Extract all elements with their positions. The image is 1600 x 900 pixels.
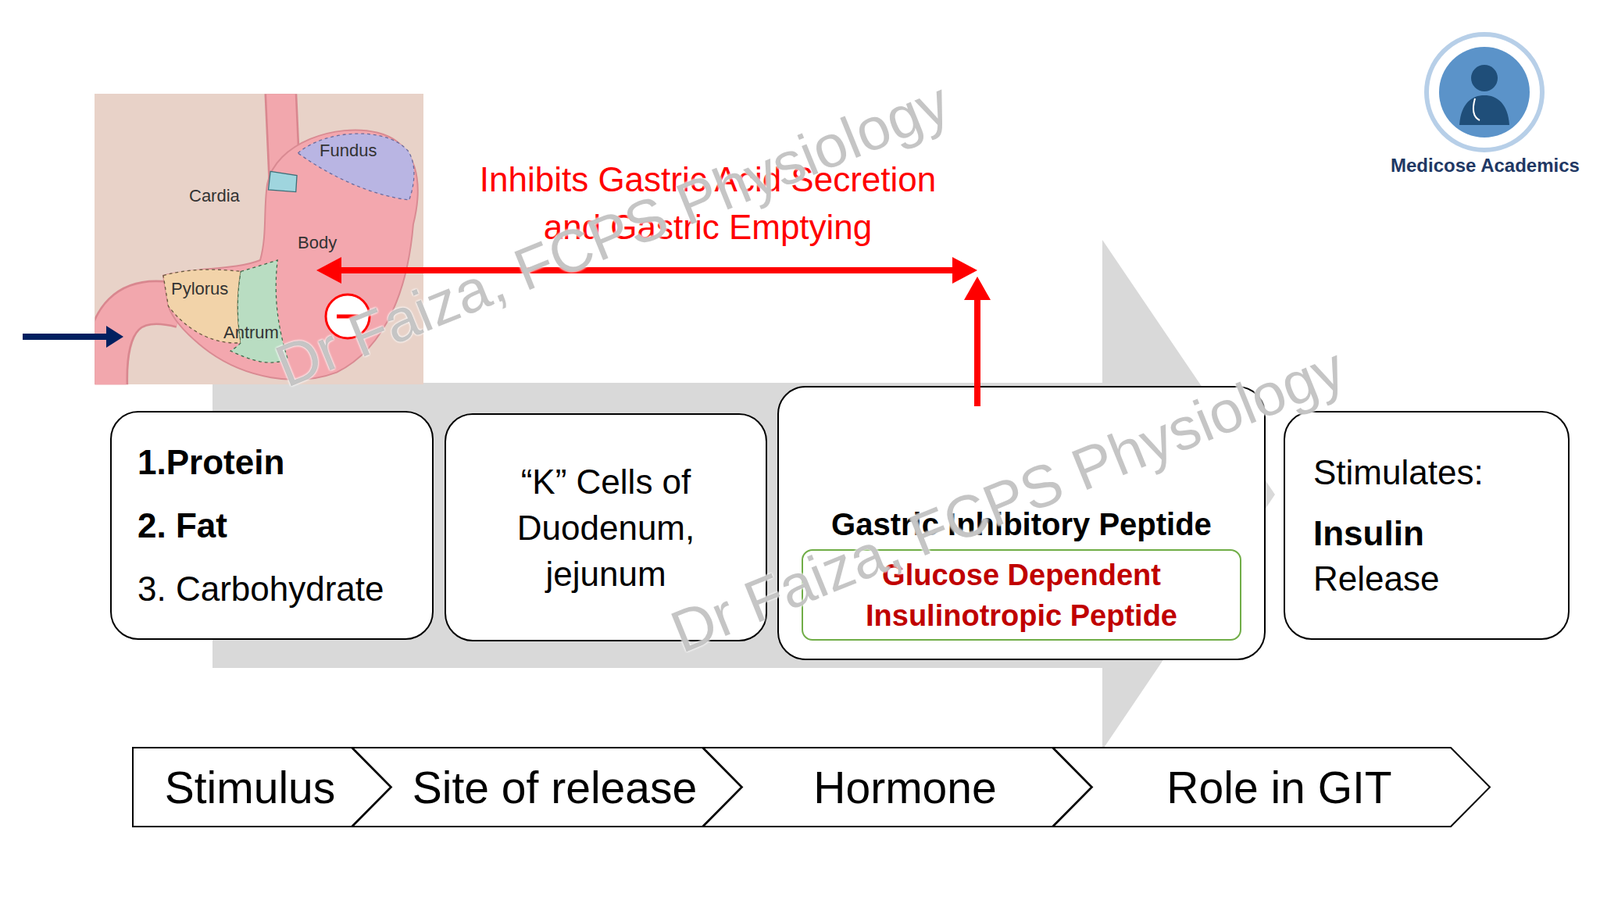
node-text: 1.Protein xyxy=(137,430,285,494)
role-box: Stimulates: InsulinRelease xyxy=(1283,410,1570,640)
logo-ring xyxy=(1426,34,1543,150)
logo-disc xyxy=(1439,46,1530,138)
node-text: Stimulus xyxy=(164,760,336,815)
duodenum-outline xyxy=(105,302,182,385)
duodenum xyxy=(105,302,182,385)
logo-body xyxy=(1459,95,1510,125)
logo-stethoscope xyxy=(1473,98,1480,121)
entry-arrow-shaft xyxy=(22,333,110,340)
node-text: 2. Fat xyxy=(137,493,228,558)
part-label: Body xyxy=(297,232,337,254)
node-text: 3. Carbohydrate xyxy=(137,557,385,621)
cardia-band xyxy=(267,171,297,192)
logo-text: Medicose Academics xyxy=(1390,154,1579,177)
node-text: “K” Cells of Duodenum, jejunum xyxy=(482,458,730,597)
fundus-region xyxy=(297,133,415,200)
chevron-step: Stimulus xyxy=(132,747,391,827)
chevron-step: Role in GIT xyxy=(1053,747,1490,827)
chevron-shape xyxy=(132,747,391,827)
node-text: Stimulates: xyxy=(1313,450,1484,496)
chevron-shape xyxy=(352,747,742,827)
node-text: Role in GIT xyxy=(1166,760,1392,815)
node-text: Release xyxy=(1313,556,1440,602)
node-text: Hormone xyxy=(813,760,997,815)
chevron-step: Hormone xyxy=(703,747,1092,827)
chevron-step: Site of release xyxy=(352,747,742,827)
part-label: Pylorus xyxy=(171,278,229,300)
entry-arrowhead xyxy=(106,325,124,348)
stimulus-box: 1.Protein2. Fat3. Carbohydrate xyxy=(110,410,434,640)
logo-head xyxy=(1471,64,1498,92)
part-label: Fundus xyxy=(319,140,377,161)
part-label: Cardia xyxy=(189,185,240,207)
inhibition-arrowhead xyxy=(952,257,978,284)
node-text: Insulin xyxy=(1313,510,1425,557)
hormone-action-arrowhead xyxy=(964,276,991,300)
inhibition-arrowhead xyxy=(316,257,342,284)
chevron-shape xyxy=(1053,747,1490,827)
chevron-shape xyxy=(703,747,1092,827)
node-text: Site of release xyxy=(412,760,697,815)
